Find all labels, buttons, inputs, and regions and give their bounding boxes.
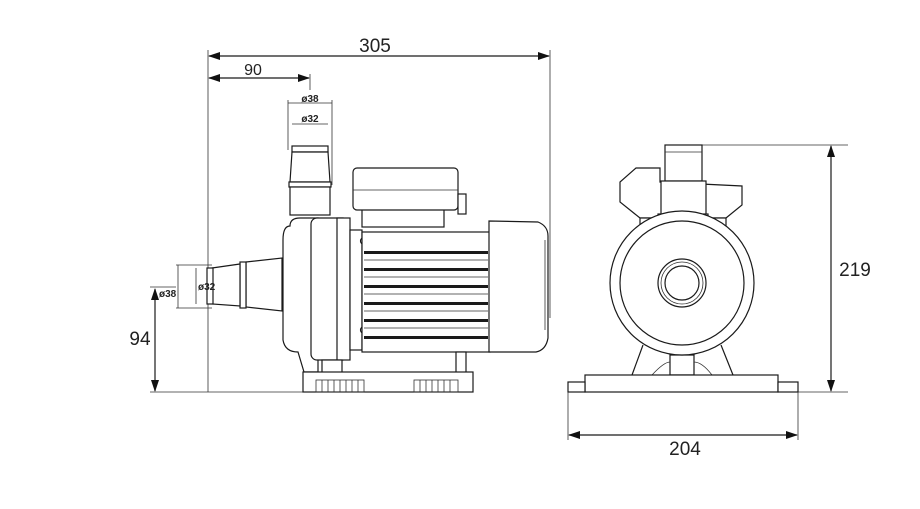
pump-volute xyxy=(282,217,319,373)
base-top-plate xyxy=(584,374,779,393)
inlet-port-inner xyxy=(664,265,700,301)
fan-cover xyxy=(488,220,549,353)
terminal-box xyxy=(352,167,459,211)
inlet-outer-diameter-label: ø38 xyxy=(159,289,177,300)
inlet-height-label: 94 xyxy=(129,329,151,350)
support-legs xyxy=(631,344,734,376)
housing-inner-ring xyxy=(619,220,745,346)
outlet-front xyxy=(664,144,703,182)
outlet-pipe xyxy=(289,151,331,183)
inlet-port-ring xyxy=(660,261,704,305)
outlet-neck xyxy=(289,186,331,216)
center-support xyxy=(669,354,695,376)
motor-body xyxy=(361,231,491,353)
cable-gland xyxy=(457,193,467,215)
outlet-ring xyxy=(291,145,329,153)
inlet-pipe xyxy=(211,263,241,307)
pump-cover-rim xyxy=(336,217,351,361)
inlet-nozzle xyxy=(245,257,283,312)
outlet-outer-diameter-label: ø38 xyxy=(301,94,319,105)
flange xyxy=(349,229,363,351)
outlet-inner-diameter-label: ø32 xyxy=(301,114,319,125)
base-step-left xyxy=(567,381,586,393)
inlet-ring xyxy=(239,261,247,309)
cooling-fins xyxy=(364,251,488,339)
rear-foot-post xyxy=(455,351,467,375)
outlet-offset-label: 90 xyxy=(244,62,262,79)
front-view: 219 204 xyxy=(567,144,871,460)
side-view: 305 90 ø38 ø32 ø32 ø38 xyxy=(129,36,551,393)
outlet-collar xyxy=(288,181,332,188)
pump-housing-front xyxy=(609,210,755,356)
inlet-inner-diameter-label: ø32 xyxy=(198,282,216,293)
height-dimension-label: 219 xyxy=(839,260,871,281)
width-dimension-label: 204 xyxy=(669,439,701,460)
base-plate xyxy=(302,371,474,393)
base-step-right xyxy=(777,381,799,393)
inlet-end xyxy=(206,267,214,305)
support-fillet xyxy=(651,361,713,376)
base-ribs xyxy=(315,379,459,393)
inlet-port-outer xyxy=(657,258,707,308)
length-dimension-label: 305 xyxy=(359,36,391,57)
